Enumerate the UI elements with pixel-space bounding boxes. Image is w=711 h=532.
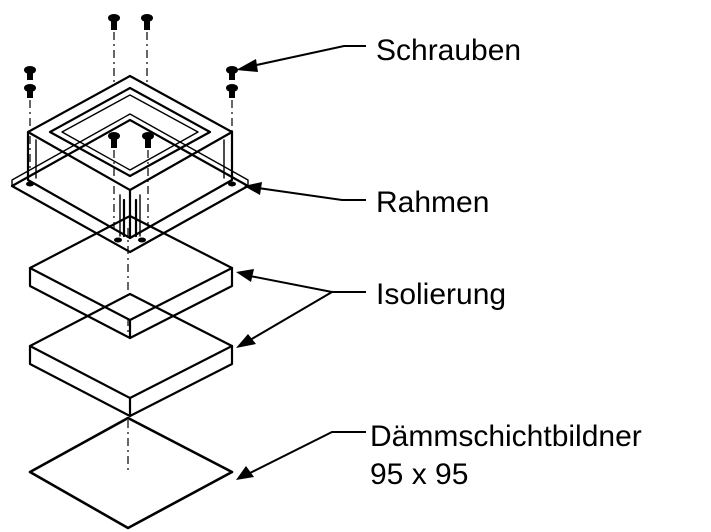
intumescent-sheet [28, 416, 234, 530]
label-intumescent: Dämmschichtbildner [370, 420, 642, 453]
screw-top-right [141, 14, 153, 85]
insulation-slab-lower [28, 292, 234, 418]
leader-frame [244, 182, 366, 201]
screw-left-upper [24, 66, 36, 80]
screw-right-upper [226, 66, 238, 80]
label-intumescent-size: 95 x 95 [370, 458, 468, 491]
screw-inner-right [142, 132, 154, 228]
label-screws: Schrauben [376, 34, 521, 67]
screw-top-left [108, 14, 120, 85]
frame [10, 74, 250, 254]
screw-left-lower [24, 84, 36, 170]
leader-intumescent [236, 431, 366, 480]
leader-insulation [236, 269, 366, 348]
label-insulation: Isolierung [376, 278, 506, 311]
screw-inner-left [108, 132, 120, 228]
screws [24, 14, 238, 228]
insulation-slab-upper [28, 214, 234, 340]
leader-screws [236, 45, 366, 72]
label-frame: Rahmen [376, 186, 489, 219]
